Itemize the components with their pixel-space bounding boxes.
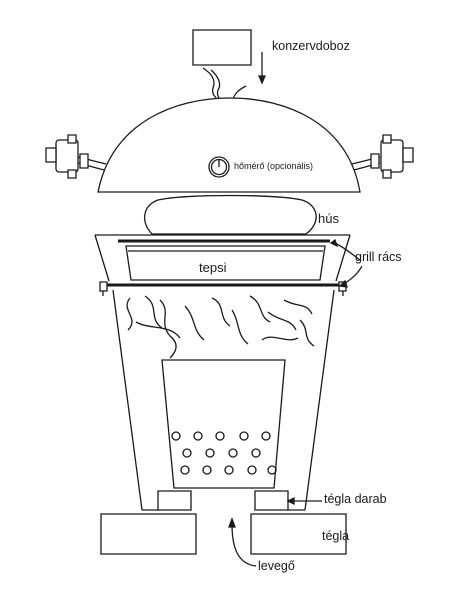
dome-lid <box>98 98 360 192</box>
brick-piece-left <box>158 491 191 510</box>
label-brick: tégla <box>322 529 350 543</box>
baking-tray <box>126 246 325 280</box>
grill-rack-arrows <box>331 240 362 287</box>
meat <box>145 196 317 235</box>
label-air: levegő <box>258 559 295 573</box>
lower-grill-rack <box>100 282 346 296</box>
label-tin-can: konzervdoboz <box>272 39 350 53</box>
charcoal-basket <box>162 360 285 488</box>
label-brick-piece: tégla darab <box>324 492 387 506</box>
tin-can <box>193 30 251 65</box>
right-handle <box>352 135 413 178</box>
can-smoke <box>203 68 246 102</box>
brick-piece-right <box>255 491 288 510</box>
brick-right <box>251 514 346 554</box>
air-arrow <box>229 519 256 566</box>
label-baking-tray: tepsi <box>199 260 227 275</box>
label-thermometer: hőmérő (opcionális) <box>234 161 314 171</box>
brick-left <box>101 514 196 554</box>
brick-piece-arrow <box>288 498 322 504</box>
thermometer-icon <box>209 157 229 177</box>
left-handle <box>46 135 106 178</box>
inner-smoke <box>127 296 314 358</box>
tin-can-arrow <box>259 52 265 83</box>
label-grill-rack: grill rács <box>355 250 402 264</box>
label-meat: hús <box>318 211 339 226</box>
basket-holes <box>172 432 276 474</box>
grill-body <box>95 235 350 510</box>
